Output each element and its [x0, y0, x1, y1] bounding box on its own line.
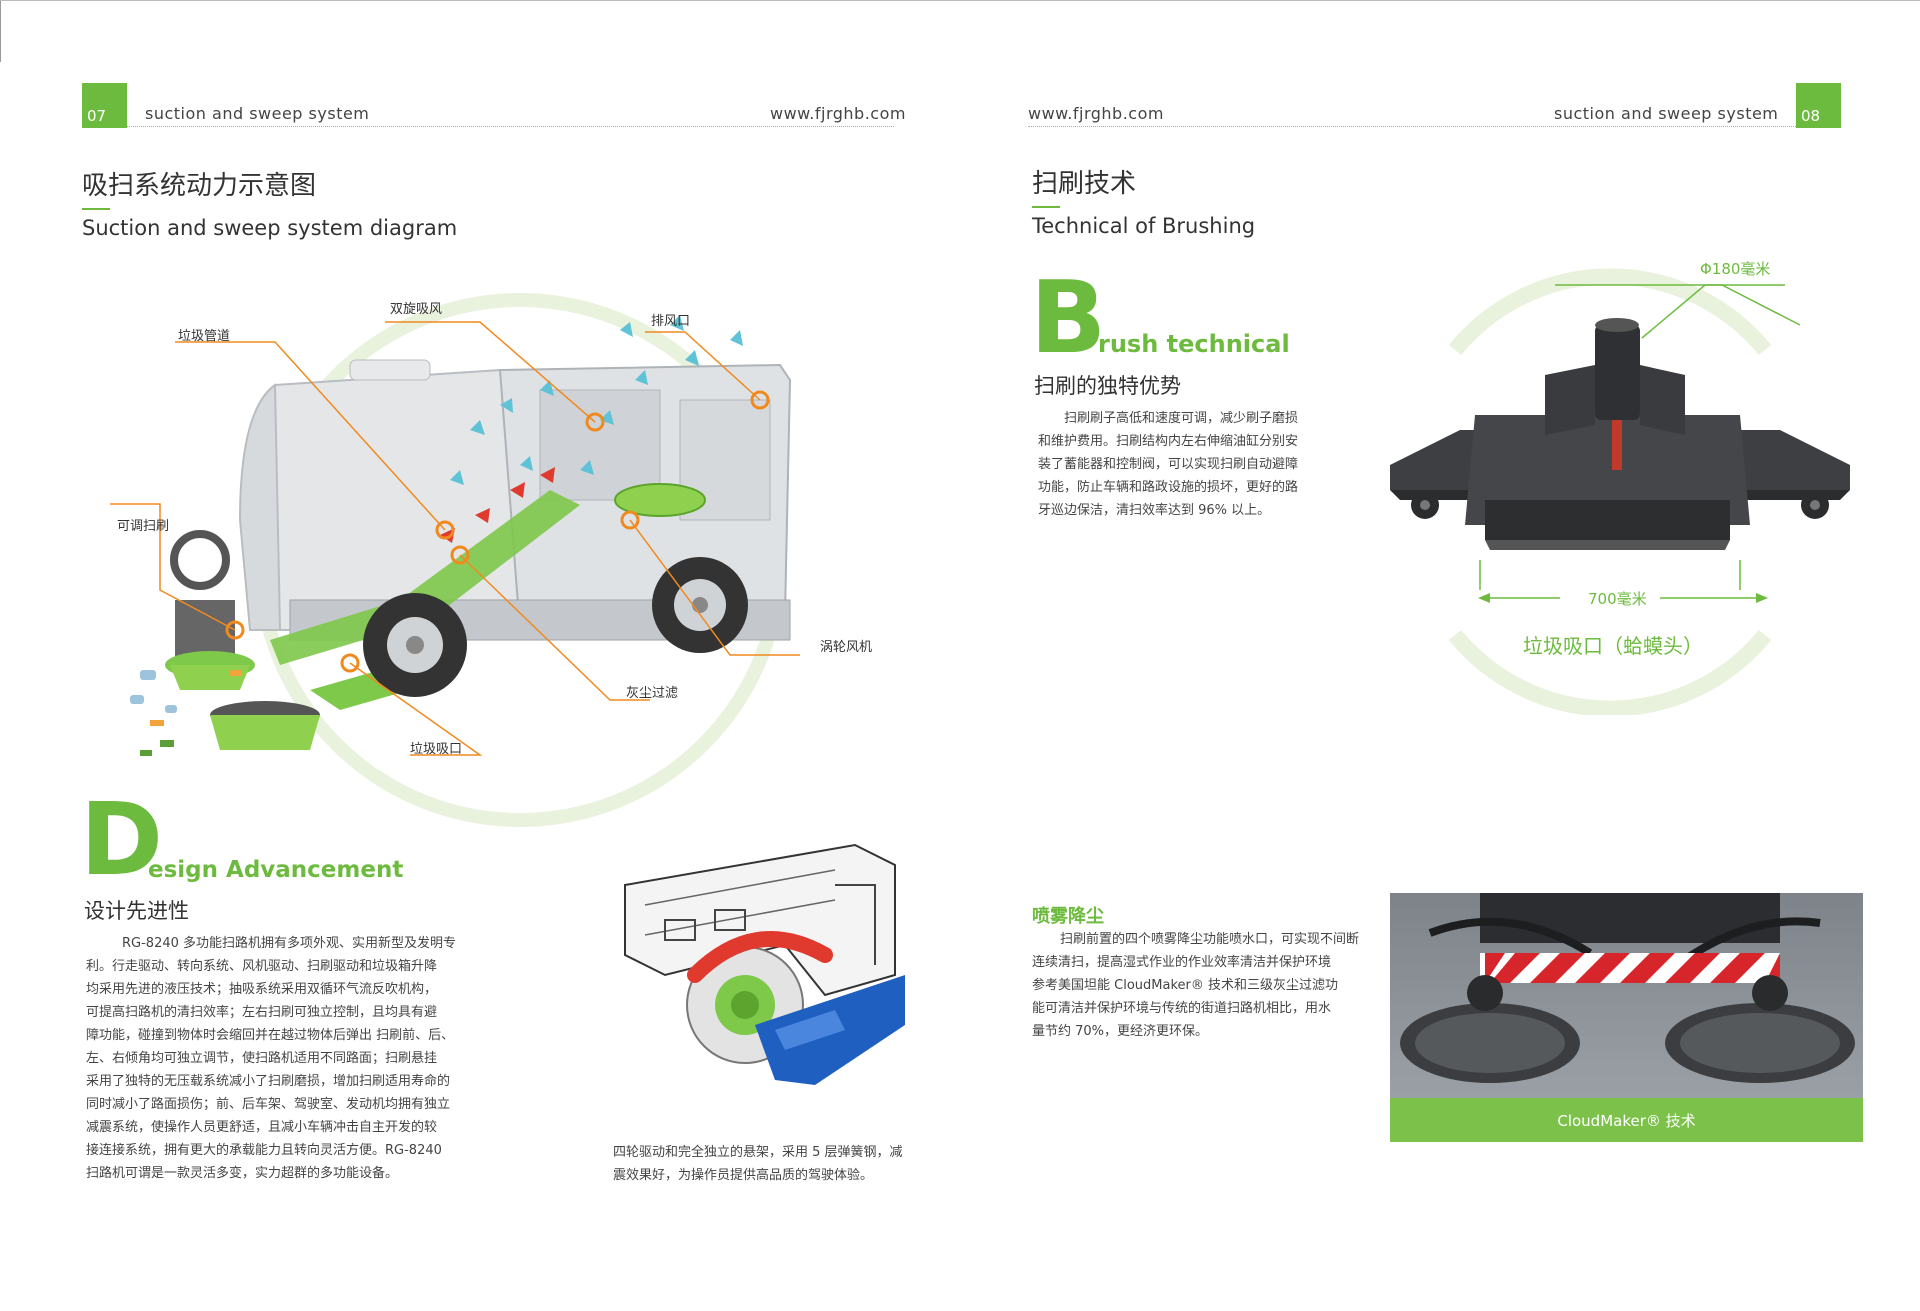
design-initial: D — [80, 781, 164, 898]
suction-head-illustration — [1390, 268, 1850, 715]
callout-garbage-pipe: 垃圾管道 — [178, 329, 231, 344]
design-line: 均采用先进的液压技术；抽吸系统采用双循环气流反吹机构， — [86, 982, 438, 997]
design-heading-cn: 设计先进性 — [84, 899, 189, 923]
design-heading: esign Advancement — [148, 857, 404, 883]
suspension-caption: 四轮驱动和完全独立的悬架，采用 5 层弹簧钢，减 震效果好，为操作员提供高品质的… — [613, 1141, 933, 1187]
cloudmaker-photo — [1390, 893, 1863, 1098]
header-site-left[interactable]: www.fjrghb.com — [770, 104, 906, 123]
brush-body: 扫刷刷子高低和速度可调，减少刷子磨损 和维护费用。扫刷结构内左右伸缩油缸分别安 … — [1038, 407, 1338, 522]
page-title-left: 吸扫系统动力示意图 — [82, 171, 317, 201]
brush-line: 牙巡边保洁，清扫效率达到 96% 以上。 — [1038, 503, 1271, 518]
brush-heading-cn: 扫刷的独特优势 — [1034, 374, 1181, 398]
design-line: 利。行走驱动、转向系统、风机驱动、扫刷驱动和垃圾箱升降 — [86, 959, 438, 974]
page-subtitle-right: Technical of Brushing — [1032, 214, 1256, 238]
header-section-left: suction and sweep system — [145, 104, 370, 123]
callout-exhaust: 排风口 — [651, 314, 691, 329]
intake-caption: 垃圾吸口（蛤蟆头） — [1523, 634, 1703, 658]
cloudmaker-caption-bar: CloudMaker® 技术 — [1390, 1098, 1863, 1142]
callout-turbo-fan: 涡轮风机 — [820, 640, 873, 655]
design-body: RG-8240 多功能扫路机拥有多项外观、实用新型及发明专 利。行走驱动、转向系… — [86, 932, 476, 1185]
page-number-right: 08 — [1796, 83, 1841, 128]
crop-mark — [0, 0, 1920, 1]
suspension-line: 四轮驱动和完全独立的悬架，采用 5 层弹簧钢，减 — [613, 1145, 903, 1160]
brush-line: 扫刷刷子高低和速度可调，减少刷子磨损 — [1064, 411, 1299, 426]
brush-line: 装了蓄能器和控制阀，可以实现扫刷自动避障 — [1038, 457, 1299, 472]
callout-adjustable-brush: 可调扫刷 — [117, 519, 170, 534]
header-divider-left — [127, 126, 894, 127]
header-section-right: suction and sweep system — [1554, 104, 1779, 123]
design-line: 减震系统，使操作人员更舒适，且减小车辆冲击自主开发的较 — [86, 1120, 438, 1135]
callout-dust-filter: 灰尘过滤 — [626, 686, 679, 701]
page-subtitle-left: Suction and sweep system diagram — [82, 216, 458, 240]
spray-line: 量节约 70%，更经济更环保。 — [1032, 1024, 1209, 1039]
design-line: 同时减小了路面损伤；前、后车架、驾驶室、发动机均拥有独立 — [86, 1097, 451, 1112]
callout-double-suction: 双旋吸风 — [390, 302, 443, 317]
sweeper-diagram — [110, 293, 800, 827]
spray-line: 能可清洁并保护环境与传统的街道扫路机相比，用水 — [1032, 1001, 1332, 1016]
brush-line: 功能，防止车辆和路政设施的损坏，更好的路 — [1038, 480, 1299, 495]
design-line: RG-8240 多功能扫路机拥有多项外观、实用新型及发明专 — [122, 936, 457, 951]
spray-line: 扫刷前置的四个喷雾降尘功能喷水口，可实现不间断 — [1060, 932, 1360, 947]
suspension-line: 震效果好，为操作员提供高品质的驾驶体验。 — [613, 1168, 874, 1183]
design-line: 采用了独特的无压载系统减小了扫刷磨损，增加扫刷适用寿命的 — [86, 1074, 451, 1089]
page-title-right: 扫刷技术 — [1032, 169, 1137, 199]
suspension-illustration — [624, 843, 905, 1085]
spray-line: 参考美国坦能 CloudMaker® 技术和三级灰尘过滤功 — [1032, 978, 1338, 993]
width-label: 700毫米 — [1588, 590, 1647, 608]
callout-garbage-intake: 垃圾吸口 — [410, 742, 463, 757]
title-underline-left — [82, 208, 110, 210]
design-line: 接连接系统，拥有更大的承载能力且转向灵活方便。RG-8240 — [86, 1143, 442, 1158]
diameter-label: Φ180毫米 — [1700, 260, 1771, 278]
cloudmaker-caption: CloudMaker® 技术 — [1557, 1111, 1696, 1130]
spray-heading: 喷雾降尘 — [1032, 906, 1104, 927]
title-underline-right — [1032, 206, 1060, 208]
brush-line: 和维护费用。扫刷结构内左右伸缩油缸分别安 — [1038, 434, 1299, 449]
spray-body: 扫刷前置的四个喷雾降尘功能喷水口，可实现不间断 连续清扫，提高湿式作业的作业效率… — [1032, 928, 1382, 1043]
design-line: 扫路机可谓是一款灵活多变，实力超群的多功能设备。 — [86, 1166, 399, 1181]
crop-mark — [0, 0, 1, 62]
brush-heading: rush technical — [1098, 330, 1290, 358]
brush-initial: B — [1030, 259, 1107, 376]
header-divider-right — [1028, 126, 1796, 127]
header-site-right[interactable]: www.fjrghb.com — [1028, 104, 1164, 123]
spray-line: 连续清扫，提高湿式作业的作业效率清洁并保护环境 — [1032, 955, 1332, 970]
design-line: 左、右倾角均可独立调节，使扫路机适用不同路面；扫刷悬挂 — [86, 1051, 438, 1066]
page-number-left: 07 — [82, 83, 127, 128]
diameter-callout-line — [1641, 284, 1785, 339]
design-line: 障功能，碰撞到物体时会缩回并在越过物体后弹出 扫刷前、后、 — [86, 1028, 455, 1043]
design-line: 可提高扫路机的清扫效率；左右扫刷可独立控制，且均具有避 — [86, 1005, 438, 1020]
